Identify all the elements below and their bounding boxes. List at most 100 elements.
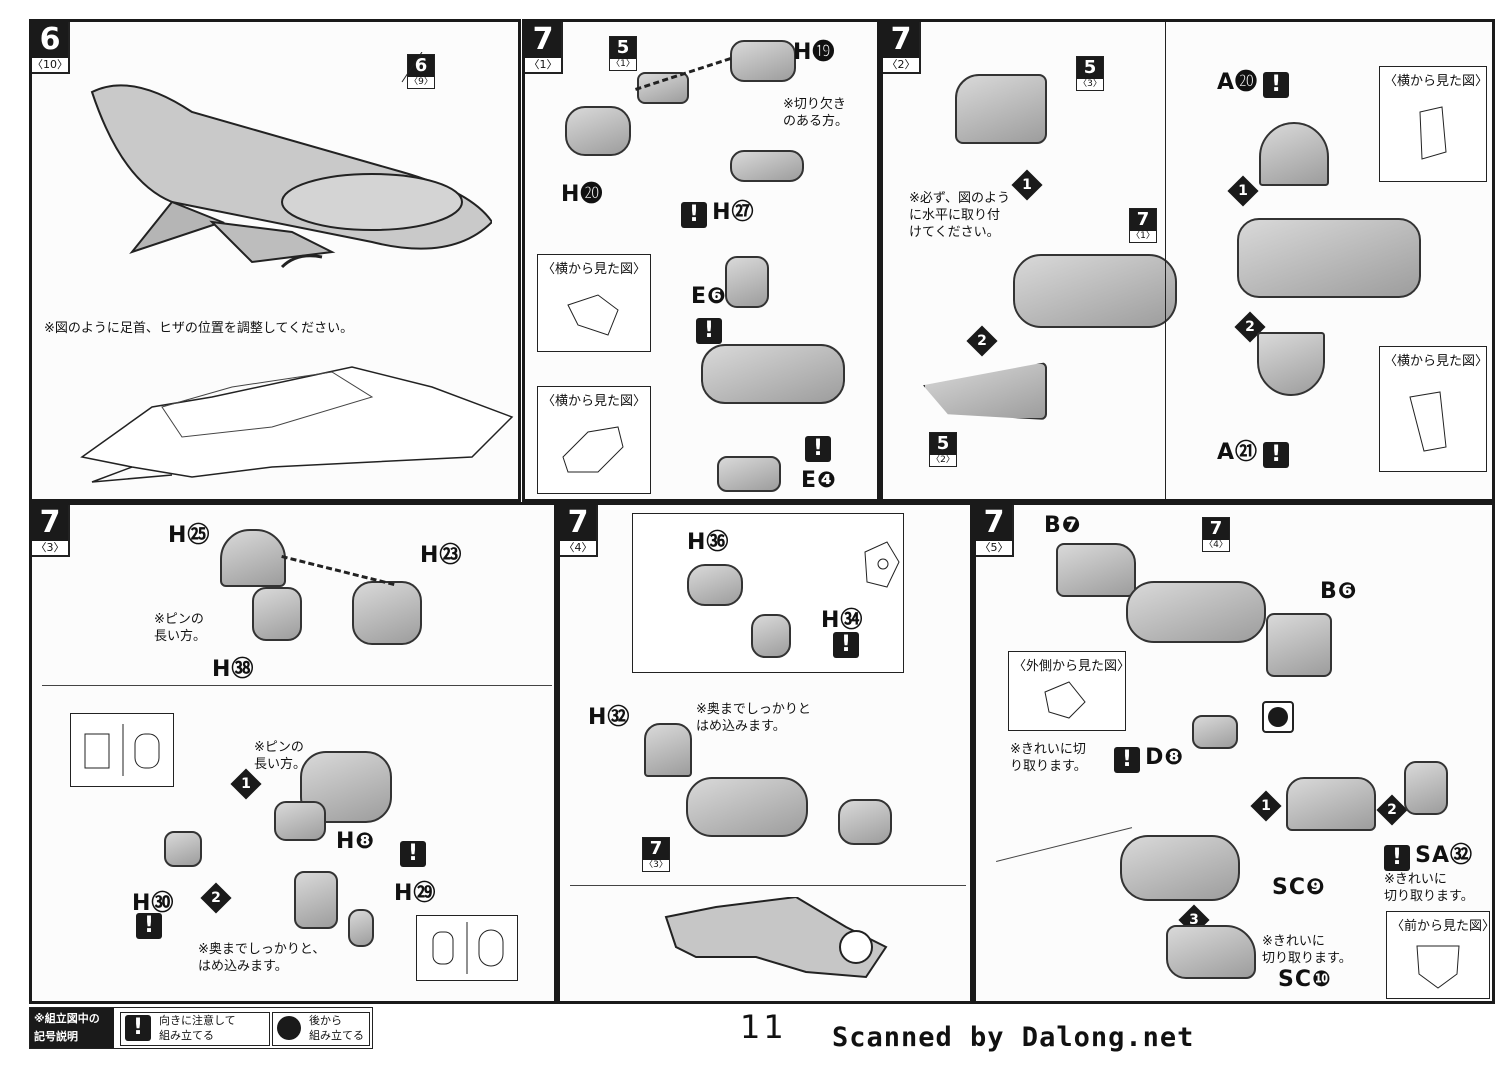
part-e4 xyxy=(717,456,781,492)
cut-note: ※きれいに 切り取ります。 xyxy=(1384,872,1474,904)
part-h19 xyxy=(730,40,796,82)
step-2-marker: 2 xyxy=(1376,794,1408,826)
step-badge: 6 〈10〉 xyxy=(32,22,70,74)
step-1-marker: 1 xyxy=(1250,790,1282,822)
part-h36 xyxy=(687,564,743,606)
part-label-b7: B❼ xyxy=(1044,513,1082,538)
part-label-b6: B❻ xyxy=(1320,579,1358,604)
reference-badge: 7 〈1〉 xyxy=(1129,208,1157,243)
step-1-marker: 1 xyxy=(1227,175,1259,207)
warning-icon: ! xyxy=(805,436,831,462)
part-e6 xyxy=(725,256,769,308)
warning-icon: ! xyxy=(1114,746,1140,773)
back-assemble-icon xyxy=(277,1016,301,1040)
side-view-inset: 〈横から見た図〉 xyxy=(1379,66,1488,182)
part-label-h23: H㉓ xyxy=(420,543,463,568)
part-h20 xyxy=(565,106,631,156)
warning-icon: ! xyxy=(681,201,707,228)
step-badge: 7 〈2〉 xyxy=(883,22,921,74)
part-a20 xyxy=(1259,122,1329,186)
part-label-h38: H㊳ xyxy=(212,657,255,682)
cut-note: ※切り欠き のある方。 xyxy=(783,97,849,129)
part-sc10 xyxy=(1166,925,1256,979)
warning-icon: ! xyxy=(125,1015,151,1041)
symbol-legend: ※組立図中の 記号説明 ! 向きに注意して 組み立てる 後から 組み立てる xyxy=(29,1007,373,1049)
part-h29 xyxy=(348,909,374,947)
panel-step-7-2: 7 〈2〉 5 〈3〉 ※必ず、図のよう に水平に取り付 けてください。 7 〈… xyxy=(880,19,1495,502)
warning-icon: ! xyxy=(400,841,426,867)
warning-icon: ! xyxy=(136,913,162,939)
part-h34 xyxy=(751,614,791,658)
step-badge: 7 〈3〉 xyxy=(32,505,70,557)
part-label-sa32: ! SA㉜ xyxy=(1384,837,1473,871)
part-a21 xyxy=(1257,332,1325,396)
cut-note: ※きれいに 切り取ります。 xyxy=(1262,934,1352,966)
detail-inset xyxy=(70,713,174,787)
warning-icon: ! xyxy=(1384,844,1410,871)
step-badge: 7 〈5〉 xyxy=(976,505,1014,557)
detail-drawing xyxy=(432,922,504,974)
sub-assembly xyxy=(1237,218,1421,298)
part-label-sc9: SC❾ xyxy=(1272,875,1326,900)
part-label-h25: H㉕ xyxy=(168,523,211,548)
reference-badge: 5 〈3〉 xyxy=(1076,56,1104,91)
scan-credit: Scanned by Dalong.net xyxy=(832,1022,1195,1053)
part-label-h36: H㊱ xyxy=(687,530,730,555)
part-h38-assembled xyxy=(274,801,326,841)
panel-step-7-5: 7 〈5〉 B❼ 7 〈4〉 B❻ 〈外側から見た図〉 ※きれいに切 り取ります… xyxy=(973,502,1495,1004)
side-view-drawing xyxy=(1419,106,1447,160)
sub-assembly-7-1 xyxy=(1013,254,1177,328)
side-view-inset: 〈横から見た図〉 xyxy=(537,254,651,352)
fighter-side-outline xyxy=(80,366,514,483)
divider xyxy=(42,685,552,686)
part-label-a21: A㉑ ! xyxy=(1217,434,1290,468)
warning-icon: ! xyxy=(1263,71,1290,98)
detail-drawing xyxy=(864,541,900,588)
reference-badge: 5 〈1〉 xyxy=(609,36,637,71)
reference-badge: 7 〈4〉 xyxy=(1202,517,1230,552)
detail-drawing xyxy=(84,724,160,776)
side-view-drawing xyxy=(1409,391,1447,452)
part-label-h32: H㉜ xyxy=(588,705,631,730)
reference-badge: 7 〈3〉 xyxy=(642,837,670,872)
part-label-sc10: SC❿ xyxy=(1278,967,1332,992)
detail-frame: H㊱ H㉞ ! xyxy=(632,513,904,673)
step-1-marker: 1 xyxy=(1011,169,1043,201)
sub-assembly xyxy=(1120,835,1240,901)
panel-step-7-4: 7 〈4〉 H㊱ H㉞ ! H㉜ ※奥までしっかりと はめ込みます。 7 〈3〉 xyxy=(557,502,973,1004)
sub-assembly xyxy=(701,344,845,404)
legend-warning: ! 向きに注意して 組み立てる xyxy=(120,1012,270,1046)
part-label-e6: E❻ xyxy=(691,284,727,309)
part-label-h20: H⓴ xyxy=(561,182,604,207)
part-label-d8: ! D❽ xyxy=(1114,745,1184,773)
cut-note: ※きれいに切 り取ります。 xyxy=(1010,742,1087,774)
warning-icon: ! xyxy=(696,318,722,344)
part-h32 xyxy=(644,723,692,777)
reference-badge: 5 〈2〉 xyxy=(929,432,957,467)
side-view-inset: 〈横から見た図〉 xyxy=(537,386,651,494)
warning-icon: ! xyxy=(1263,441,1290,468)
horizontal-note: ※必ず、図のよう に水平に取り付 けてください。 xyxy=(909,191,1010,240)
part-h30 xyxy=(164,831,202,867)
part-5-1 xyxy=(637,72,689,104)
sub-assembly xyxy=(686,777,808,837)
part-h23 xyxy=(352,581,422,645)
part-label-h34: H㉞ xyxy=(821,608,864,633)
side-view-drawing xyxy=(567,294,619,336)
press-note: ※奥までしっかりと はめ込みます。 xyxy=(696,702,811,734)
part-h23-assembled xyxy=(300,751,392,823)
step-1-marker: 1 xyxy=(230,768,262,800)
sub-assembly-7-4 xyxy=(1126,581,1266,643)
page-number: 11 xyxy=(740,1008,787,1046)
warning-icon: ! xyxy=(833,632,859,658)
part-label-h30: H㉚ xyxy=(132,891,175,916)
panel-step-6: 6 〈10〉 6 〈9〉 ※図のように足首、ヒザの位置を調整してください。 xyxy=(29,19,521,502)
panel-step-7-3: 7 〈3〉 H㉕ H㉓ ※ピンの 長い方。 H㊳ ※ピンの 長い方。 1 H❽ … xyxy=(29,502,557,1004)
step-2-marker: 2 xyxy=(200,882,232,914)
part-h25 xyxy=(220,529,286,587)
part-h36-assembled xyxy=(838,799,892,845)
divider xyxy=(1165,22,1168,499)
front-view-inset: 〈前から見た図〉 xyxy=(1386,911,1492,999)
outside-view-inset: 〈外側から見た図〉 xyxy=(1008,651,1130,731)
detail-inset xyxy=(416,915,518,981)
